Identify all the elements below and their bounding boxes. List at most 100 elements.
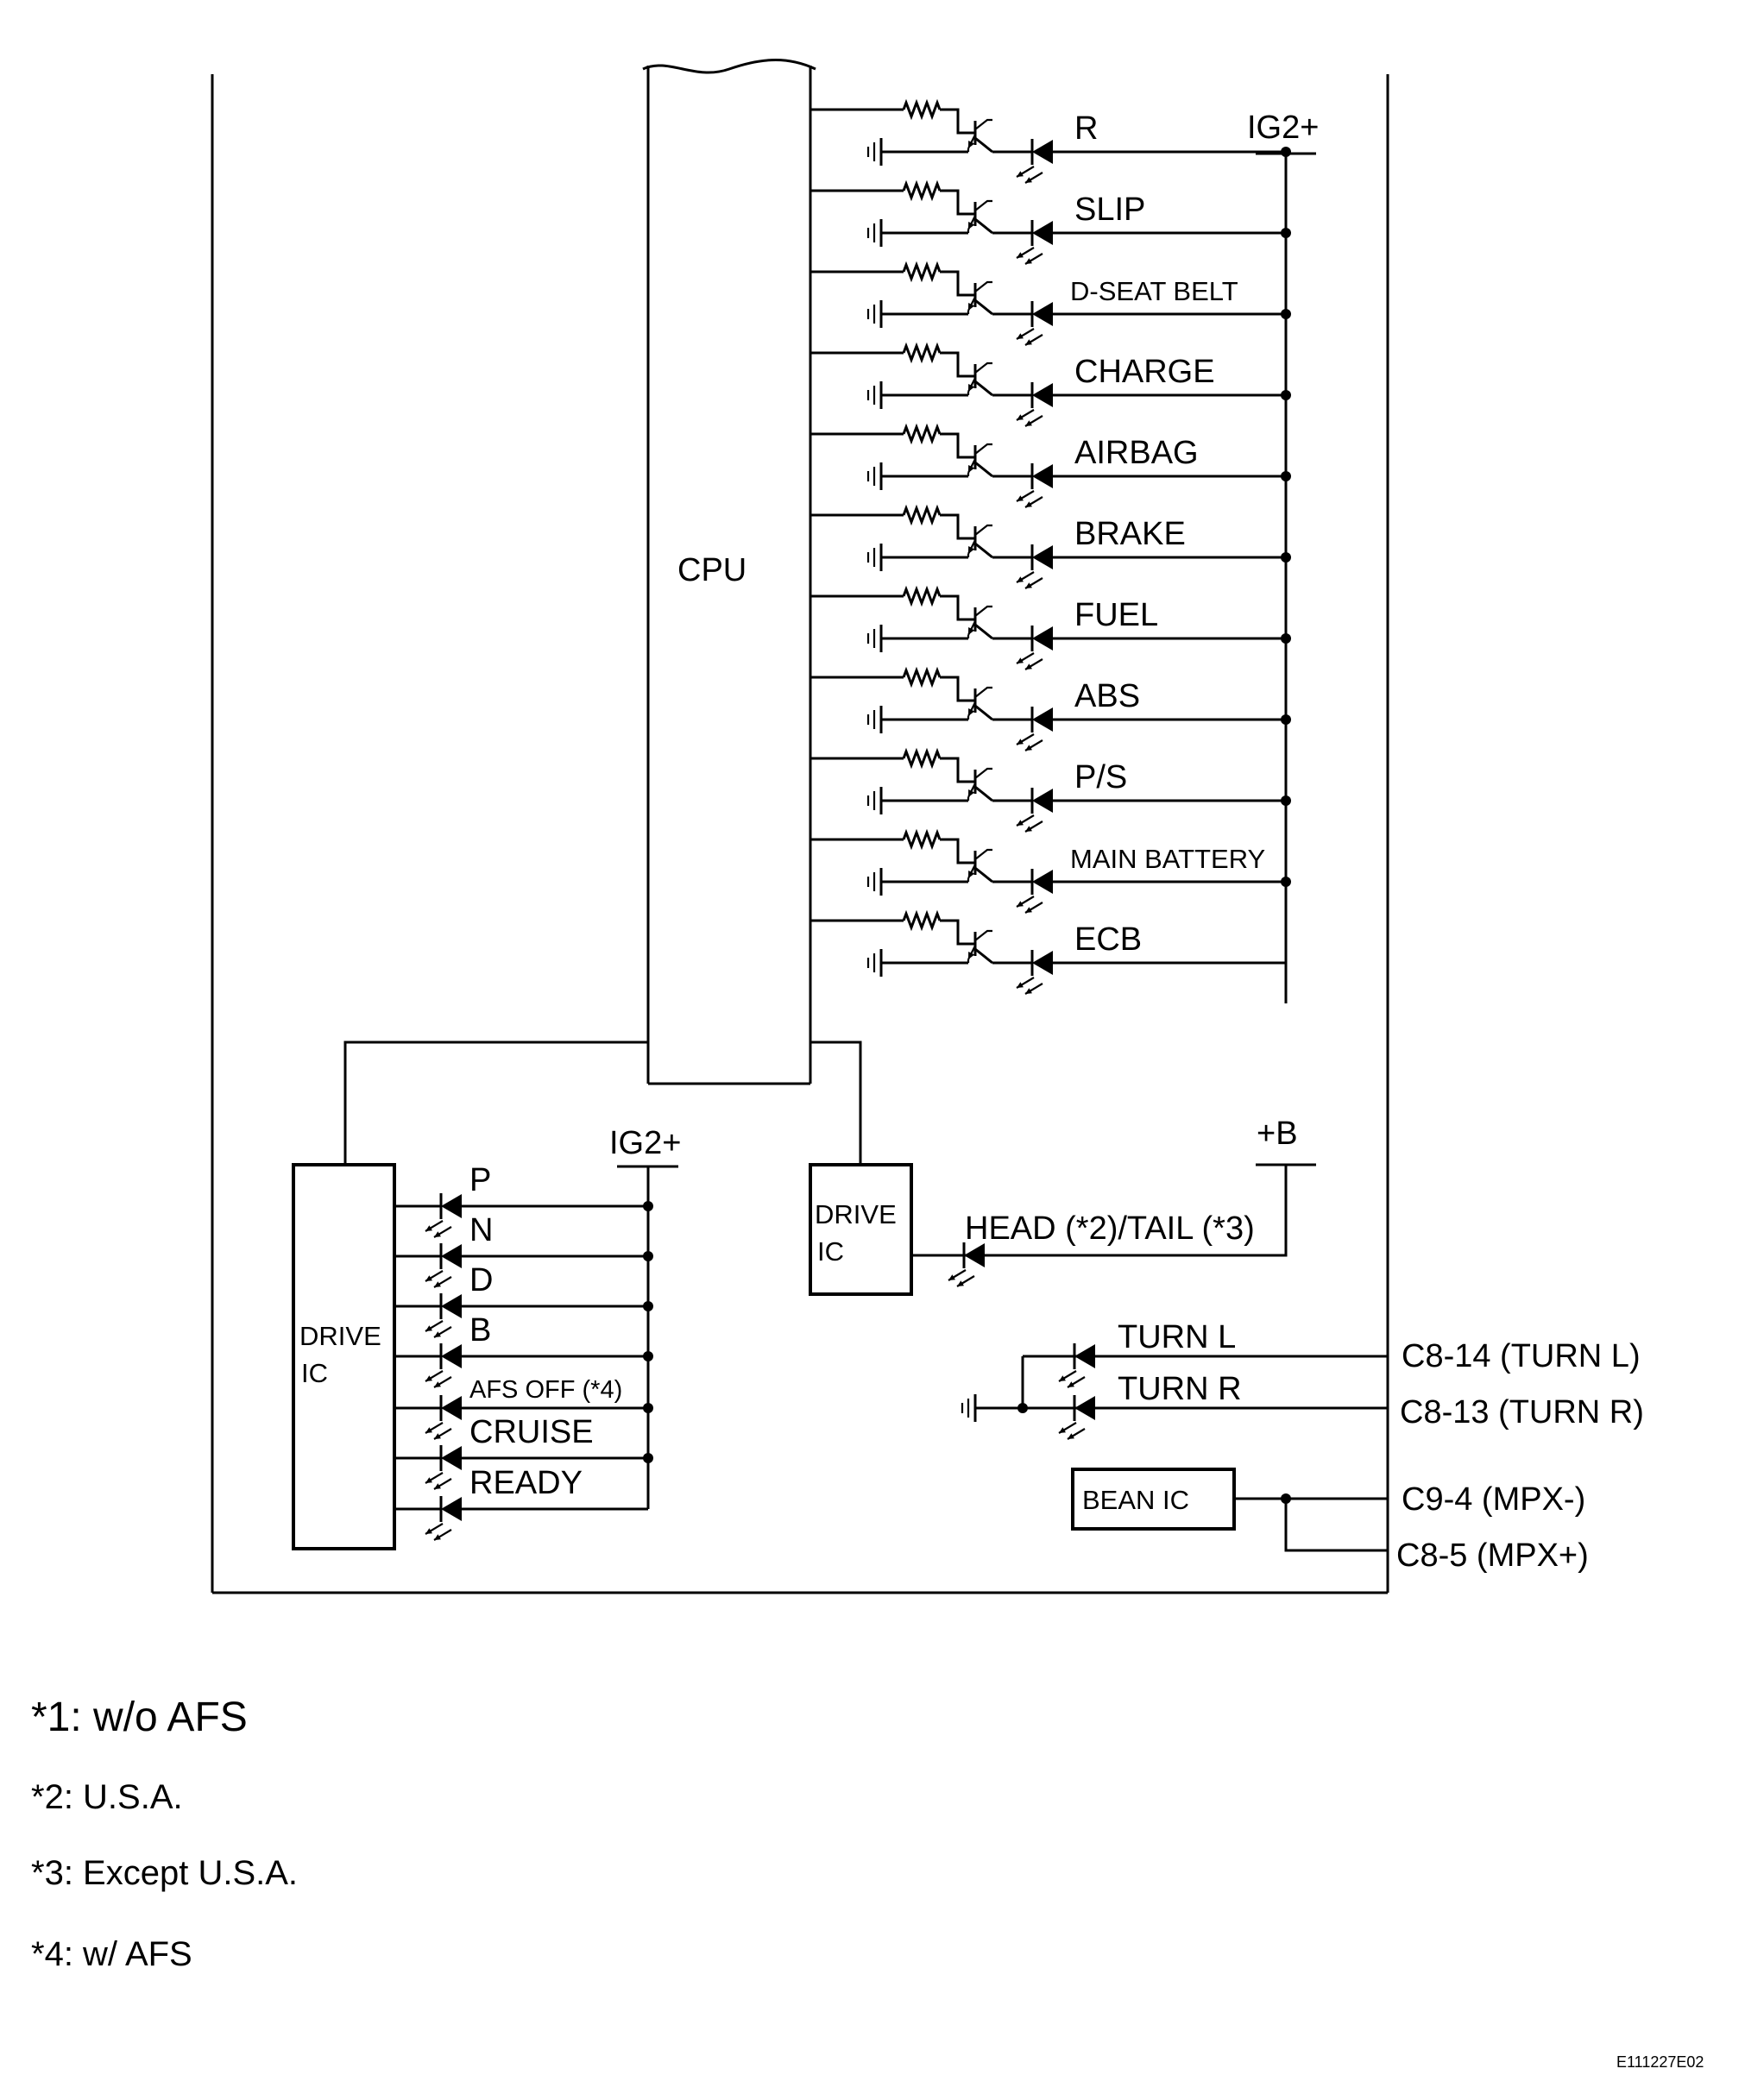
led-icon — [1016, 707, 1053, 751]
led-icon — [1016, 869, 1053, 914]
shift-indicator-row: P — [394, 1162, 653, 1238]
led-icon — [425, 1293, 462, 1338]
drive-ic-right-line2: IC — [817, 1236, 844, 1267]
ground-icon — [866, 787, 883, 814]
led-icon — [1016, 463, 1053, 508]
head-tail-circuit: +B HEAD (*2)/TAIL (*3) — [911, 1116, 1316, 1287]
turn-l-label: TURN L — [1118, 1319, 1236, 1355]
shift-indicator-label: P — [469, 1162, 491, 1198]
warning-light-label: AIRBAG — [1074, 435, 1199, 471]
drive-ic-right-line1: DRIVE — [815, 1199, 897, 1229]
led-icon — [1016, 139, 1053, 184]
warning-light-label: ABS — [1074, 678, 1140, 714]
ig2-bottom-label: IG2+ — [609, 1125, 681, 1161]
warning-light-row: R — [810, 98, 1291, 184]
warning-light-label: R — [1074, 110, 1098, 147]
warning-light-row: P/S — [810, 747, 1291, 833]
shift-indicator-label: N — [469, 1212, 493, 1248]
connector-c8-5: C8-5 (MPX+) — [1396, 1537, 1589, 1574]
warning-light-row: FUEL — [810, 585, 1291, 670]
shift-indicator-row: READY — [394, 1465, 648, 1541]
led-icon — [425, 1243, 462, 1288]
led-icon — [425, 1445, 462, 1490]
warning-light-row: MAIN BATTERY — [810, 828, 1291, 914]
warning-light-label: ECB — [1074, 921, 1142, 958]
footnote-3: *3: Except U.S.A. — [31, 1854, 298, 1892]
led-icon — [1016, 382, 1053, 427]
footnote-1: *1: w/o AFS — [31, 1694, 248, 1740]
shift-indicator-row: CRUISE — [394, 1414, 653, 1490]
shift-indicator-row: AFS OFF (*4) — [394, 1376, 653, 1440]
ground-icon — [866, 868, 883, 896]
drive-ic-left: DRIVE IC — [292, 1163, 396, 1550]
warning-light-row: D-SEAT BELT — [810, 261, 1291, 346]
warning-light-row: BRAKE — [810, 504, 1291, 589]
shift-indicator-label: D — [469, 1262, 493, 1298]
warning-light-row: CHARGE — [810, 342, 1291, 427]
led-icon — [1016, 220, 1053, 265]
connector-c9-4: C9-4 (MPX-) — [1402, 1481, 1585, 1518]
warning-light-label: FUEL — [1074, 597, 1158, 633]
led-icon — [1058, 1343, 1095, 1388]
led-icon — [1016, 788, 1053, 833]
warning-light-label: P/S — [1074, 759, 1127, 795]
drive-ic-left-line1: DRIVE — [299, 1321, 381, 1351]
connector-c8-14: C8-14 (TURN L) — [1402, 1338, 1641, 1374]
bean-ic-circuit: BEAN IC — [1071, 1468, 1388, 1552]
ground-icon — [866, 544, 883, 571]
drive-ic-right: DRIVE IC — [809, 1163, 913, 1296]
shift-indicator-label: READY — [469, 1465, 583, 1501]
led-icon — [1016, 544, 1053, 589]
warning-light-label: BRAKE — [1074, 516, 1186, 552]
ground-icon — [866, 706, 883, 733]
head-tail-label: HEAD (*2)/TAIL (*3) — [965, 1210, 1255, 1247]
ground-icon — [866, 949, 883, 977]
led-icon — [425, 1496, 462, 1541]
shift-indicator-label: AFS OFF (*4) — [469, 1376, 622, 1404]
led-icon — [1016, 950, 1053, 995]
led-icon — [1058, 1395, 1095, 1440]
cpu-label: CPU — [677, 552, 747, 588]
warning-light-row: SLIP — [810, 179, 1291, 265]
footnotes: *1: w/o AFS *2: U.S.A. *3: Except U.S.A.… — [31, 1694, 298, 1973]
led-icon — [425, 1193, 462, 1238]
shift-indicator-row: N — [394, 1212, 653, 1288]
warning-light-label: SLIP — [1074, 192, 1145, 228]
image-code: E111227E02 — [1616, 2053, 1704, 2071]
plus-b-label: +B — [1257, 1116, 1298, 1152]
warning-light-row: AIRBAG — [810, 423, 1291, 508]
ig2-top-supply: IG2+ — [1247, 110, 1319, 1003]
warning-light-label: D-SEAT BELT — [1070, 276, 1238, 306]
warning-light-row: ABS — [810, 666, 1291, 751]
drive-ic-left-line2: IC — [301, 1358, 328, 1388]
led-icon — [1016, 301, 1053, 346]
led-icon — [1016, 626, 1053, 670]
warning-light-row: ECB — [810, 909, 1286, 995]
bean-ic-label: BEAN IC — [1082, 1485, 1189, 1515]
warning-light-rows: R SLIP D-SEAT BELT CHARGE AIRBAG BRAKE FUEL ABS… — [810, 98, 1291, 995]
footnote-4: *4: w/ AFS — [31, 1935, 192, 1973]
ground-icon — [866, 219, 883, 247]
meter-housing — [211, 74, 1389, 1594]
turn-circuit: TURN L TURN R — [961, 1319, 1388, 1440]
ground-icon — [866, 462, 883, 490]
warning-light-label: MAIN BATTERY — [1070, 844, 1265, 874]
footnote-2: *2: U.S.A. — [31, 1778, 183, 1816]
ground-icon — [866, 300, 883, 328]
led-icon — [948, 1242, 985, 1287]
shift-indicator-label: CRUISE — [469, 1414, 594, 1450]
shift-indicator-row: D — [394, 1262, 653, 1338]
ig2-top-label: IG2+ — [1247, 110, 1319, 146]
shift-indicator-label: B — [469, 1312, 491, 1349]
connector-terminals: C8-14 (TURN L) C8-13 (TURN R) C9-4 (MPX-… — [1396, 1338, 1644, 1574]
ground-icon — [961, 1394, 977, 1422]
cpu-drive-ic-wires — [343, 1041, 862, 1165]
led-icon — [425, 1395, 462, 1440]
connector-c8-13: C8-13 (TURN R) — [1400, 1394, 1644, 1430]
ig2-bottom-supply: IG2+ — [609, 1125, 681, 1509]
ground-icon — [866, 625, 883, 652]
shift-indicator-row: B — [394, 1312, 653, 1388]
ground-icon — [866, 138, 883, 166]
